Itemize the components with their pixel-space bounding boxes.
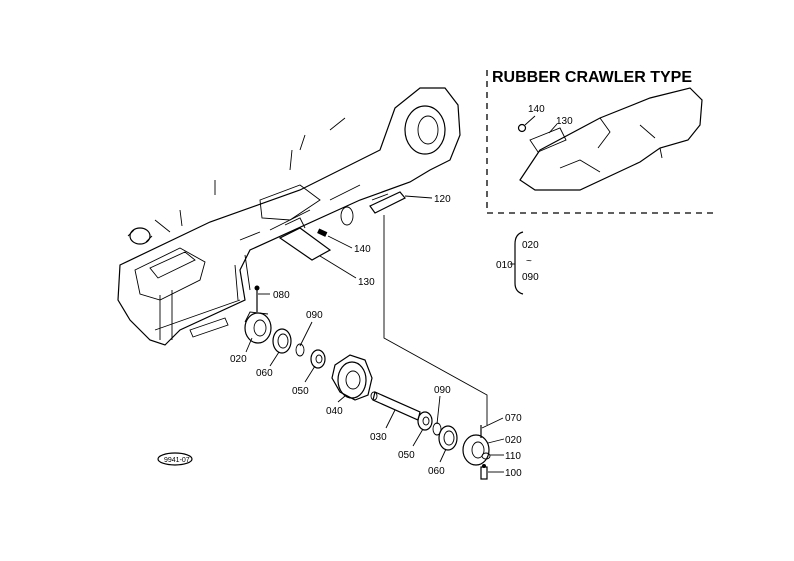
callout-labels: 120 140 130 080 090 020 060 050 040 030 … <box>230 194 522 479</box>
collar-020-left <box>244 312 272 344</box>
seal-060-right <box>438 425 458 451</box>
inset-label-140: 140 <box>528 104 545 115</box>
range-note: 010 020 ~ 090 <box>496 231 539 295</box>
track-roller-040 <box>331 354 373 401</box>
label-040: 040 <box>326 406 343 417</box>
track-frame <box>117 87 461 346</box>
stamp-text: 9941-07 <box>164 457 190 464</box>
washer-110 <box>481 452 491 460</box>
bearing-050-left <box>310 349 326 369</box>
shaft-030 <box>372 391 421 421</box>
oring-090-left <box>295 343 305 357</box>
label-080: 080 <box>273 290 290 301</box>
inset-title: RUBBER CRAWLER TYPE <box>492 69 692 86</box>
label-030: 030 <box>370 432 387 443</box>
callout-leaders <box>245 195 505 473</box>
label-020-right: 020 <box>505 435 522 446</box>
rubber-crawler-inset: RUBBER CRAWLER TYPE 140 130 <box>486 69 718 214</box>
label-130: 130 <box>358 277 375 288</box>
range-tilde: ~ <box>526 256 532 267</box>
range-base: 010 <box>496 260 513 271</box>
guide-bracket-130 <box>278 227 332 261</box>
label-050-left: 050 <box>292 386 309 397</box>
part-120 <box>369 191 406 214</box>
label-090-left: 090 <box>306 310 323 321</box>
idler-housing <box>404 105 446 155</box>
inset-label-130: 130 <box>556 116 573 127</box>
label-050-right: 050 <box>398 450 415 461</box>
range-from: 020 <box>522 240 539 251</box>
label-020-left: 020 <box>230 354 247 365</box>
drawing-stamp: 9941-07 <box>157 452 193 466</box>
roller-assembly <box>244 285 491 480</box>
inset-bracket-130 <box>529 127 567 153</box>
bolt-140 <box>317 228 328 237</box>
collar-020-right <box>462 434 490 466</box>
label-060-left: 060 <box>256 368 273 379</box>
seal-060-left <box>272 328 292 354</box>
label-060-right: 060 <box>428 466 445 477</box>
assembly-leader-line <box>383 215 488 425</box>
label-120: 120 <box>434 194 451 205</box>
inset-bolt-140 <box>517 123 527 133</box>
label-100: 100 <box>505 468 522 479</box>
label-090-right: 090 <box>434 385 451 396</box>
bearing-050-right <box>417 411 433 431</box>
bolt-100 <box>480 466 488 480</box>
range-to: 090 <box>522 272 539 283</box>
label-110: 110 <box>505 451 521 462</box>
label-140: 140 <box>354 244 371 255</box>
label-070: 070 <box>505 413 522 424</box>
range-brace <box>514 231 524 295</box>
